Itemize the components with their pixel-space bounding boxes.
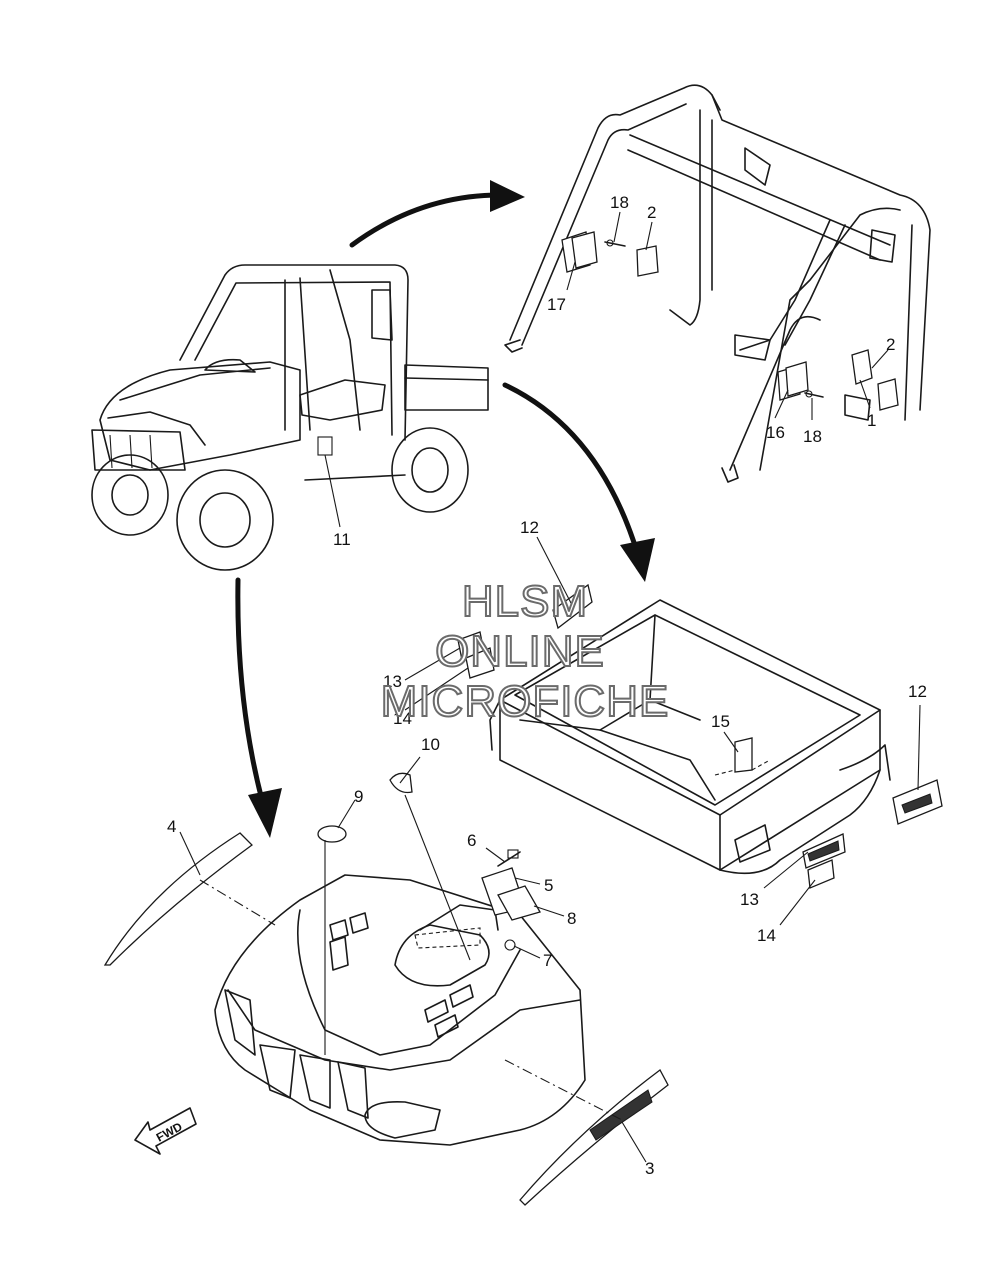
leader-lines <box>179 211 921 1163</box>
callout-13-bed: 13 <box>383 672 402 691</box>
callout-15: 15 <box>711 712 730 731</box>
watermark-line-2: ONLINE <box>435 627 605 676</box>
callout-labels: 18 2 17 2 1 16 18 11 12 13 14 12 15 10 9… <box>167 193 927 1178</box>
callout-1: 1 <box>867 411 876 430</box>
callout-11: 11 <box>333 530 351 549</box>
watermark-line-3: MICROFICHE <box>381 677 670 726</box>
callout-4: 4 <box>167 817 176 836</box>
flow-arrows <box>235 180 655 838</box>
callout-10: 10 <box>421 735 440 754</box>
callout-7: 7 <box>543 951 552 970</box>
forward-direction-icon: FWD <box>134 1107 197 1155</box>
callout-2-cage-right: 2 <box>886 335 895 354</box>
callout-16: 16 <box>766 423 785 442</box>
watermark: HLSM ONLINE MICROFICHE <box>380 576 670 727</box>
callout-12-bed: 12 <box>520 518 539 537</box>
front-hood-detail <box>103 772 669 1206</box>
callout-18-cage-right: 18 <box>803 427 822 446</box>
callout-3: 3 <box>645 1159 654 1178</box>
callout-6: 6 <box>467 831 476 850</box>
forward-label: FWD <box>154 1119 185 1144</box>
callout-17: 17 <box>547 295 566 314</box>
callout-13-side: 13 <box>740 890 759 909</box>
callout-14-bed: 14 <box>393 709 412 728</box>
cargo-bed-detail <box>457 583 943 889</box>
vehicle-overview <box>91 264 489 571</box>
callout-5: 5 <box>544 876 553 895</box>
callout-14-side: 14 <box>757 926 776 945</box>
callout-9: 9 <box>354 787 363 806</box>
callout-2-cage-left: 2 <box>647 203 656 222</box>
watermark-line-1: HLSM <box>462 577 588 626</box>
callout-8: 8 <box>567 909 576 928</box>
callout-12-side: 12 <box>908 682 927 701</box>
callout-18-cage-left: 18 <box>610 193 629 212</box>
roll-cage-detail <box>504 84 931 483</box>
